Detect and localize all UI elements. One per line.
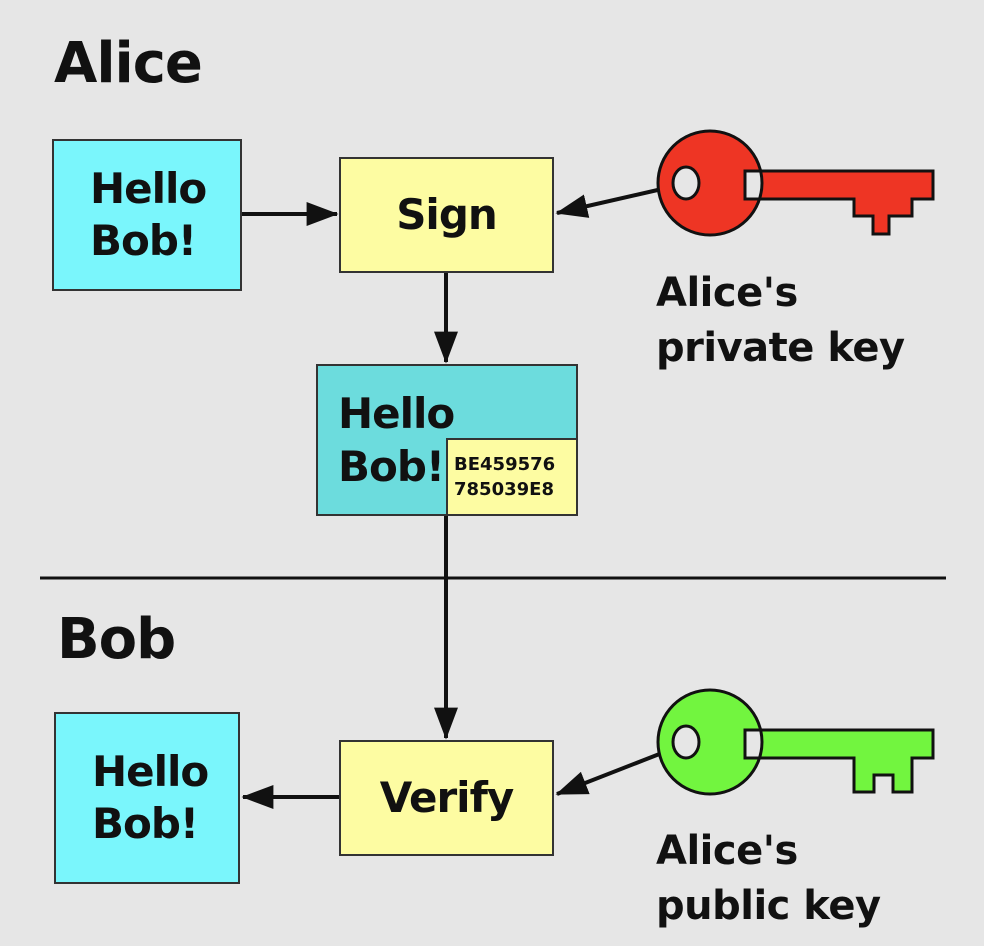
private-key-label-line2: private key [656,325,905,372]
public-key-label: Alice's public key [656,824,881,934]
signature-line2: 785039E8 [454,479,554,500]
arrow-public-key-to-verify [555,751,663,796]
bob-message-box: Hello Bob! [54,712,240,884]
alice-message-box: Hello Bob! [52,139,242,291]
alice-message-line2: Bob! [90,216,197,265]
public-key-icon [656,688,935,796]
verify-box: Verify [339,740,554,856]
signed-message-line1: Hello [338,389,455,438]
signature-box: BE459576 785039E8 [446,438,578,516]
private-key-label-line1: Alice's [656,270,798,316]
arrow-private-key-to-sign [555,187,663,218]
private-key-icon [656,129,935,237]
sign-box: Sign [339,157,554,273]
bob-section-title: Bob [57,607,176,672]
signed-message-line2: Bob! [338,441,445,491]
bob-message-line2: Bob! [92,799,199,848]
public-key-label-line2: public key [656,883,881,930]
private-key-label: Alice's private key [656,266,905,376]
alice-message-line1: Hello [90,163,207,213]
bob-message-line1: Hello [92,746,209,796]
sign-label: Sign [396,189,498,239]
signature-line1: BE459576 [454,453,556,475]
alice-section-title: Alice [54,31,203,96]
public-key-label-line1: Alice's [656,828,798,874]
verify-label: Verify [379,772,514,822]
